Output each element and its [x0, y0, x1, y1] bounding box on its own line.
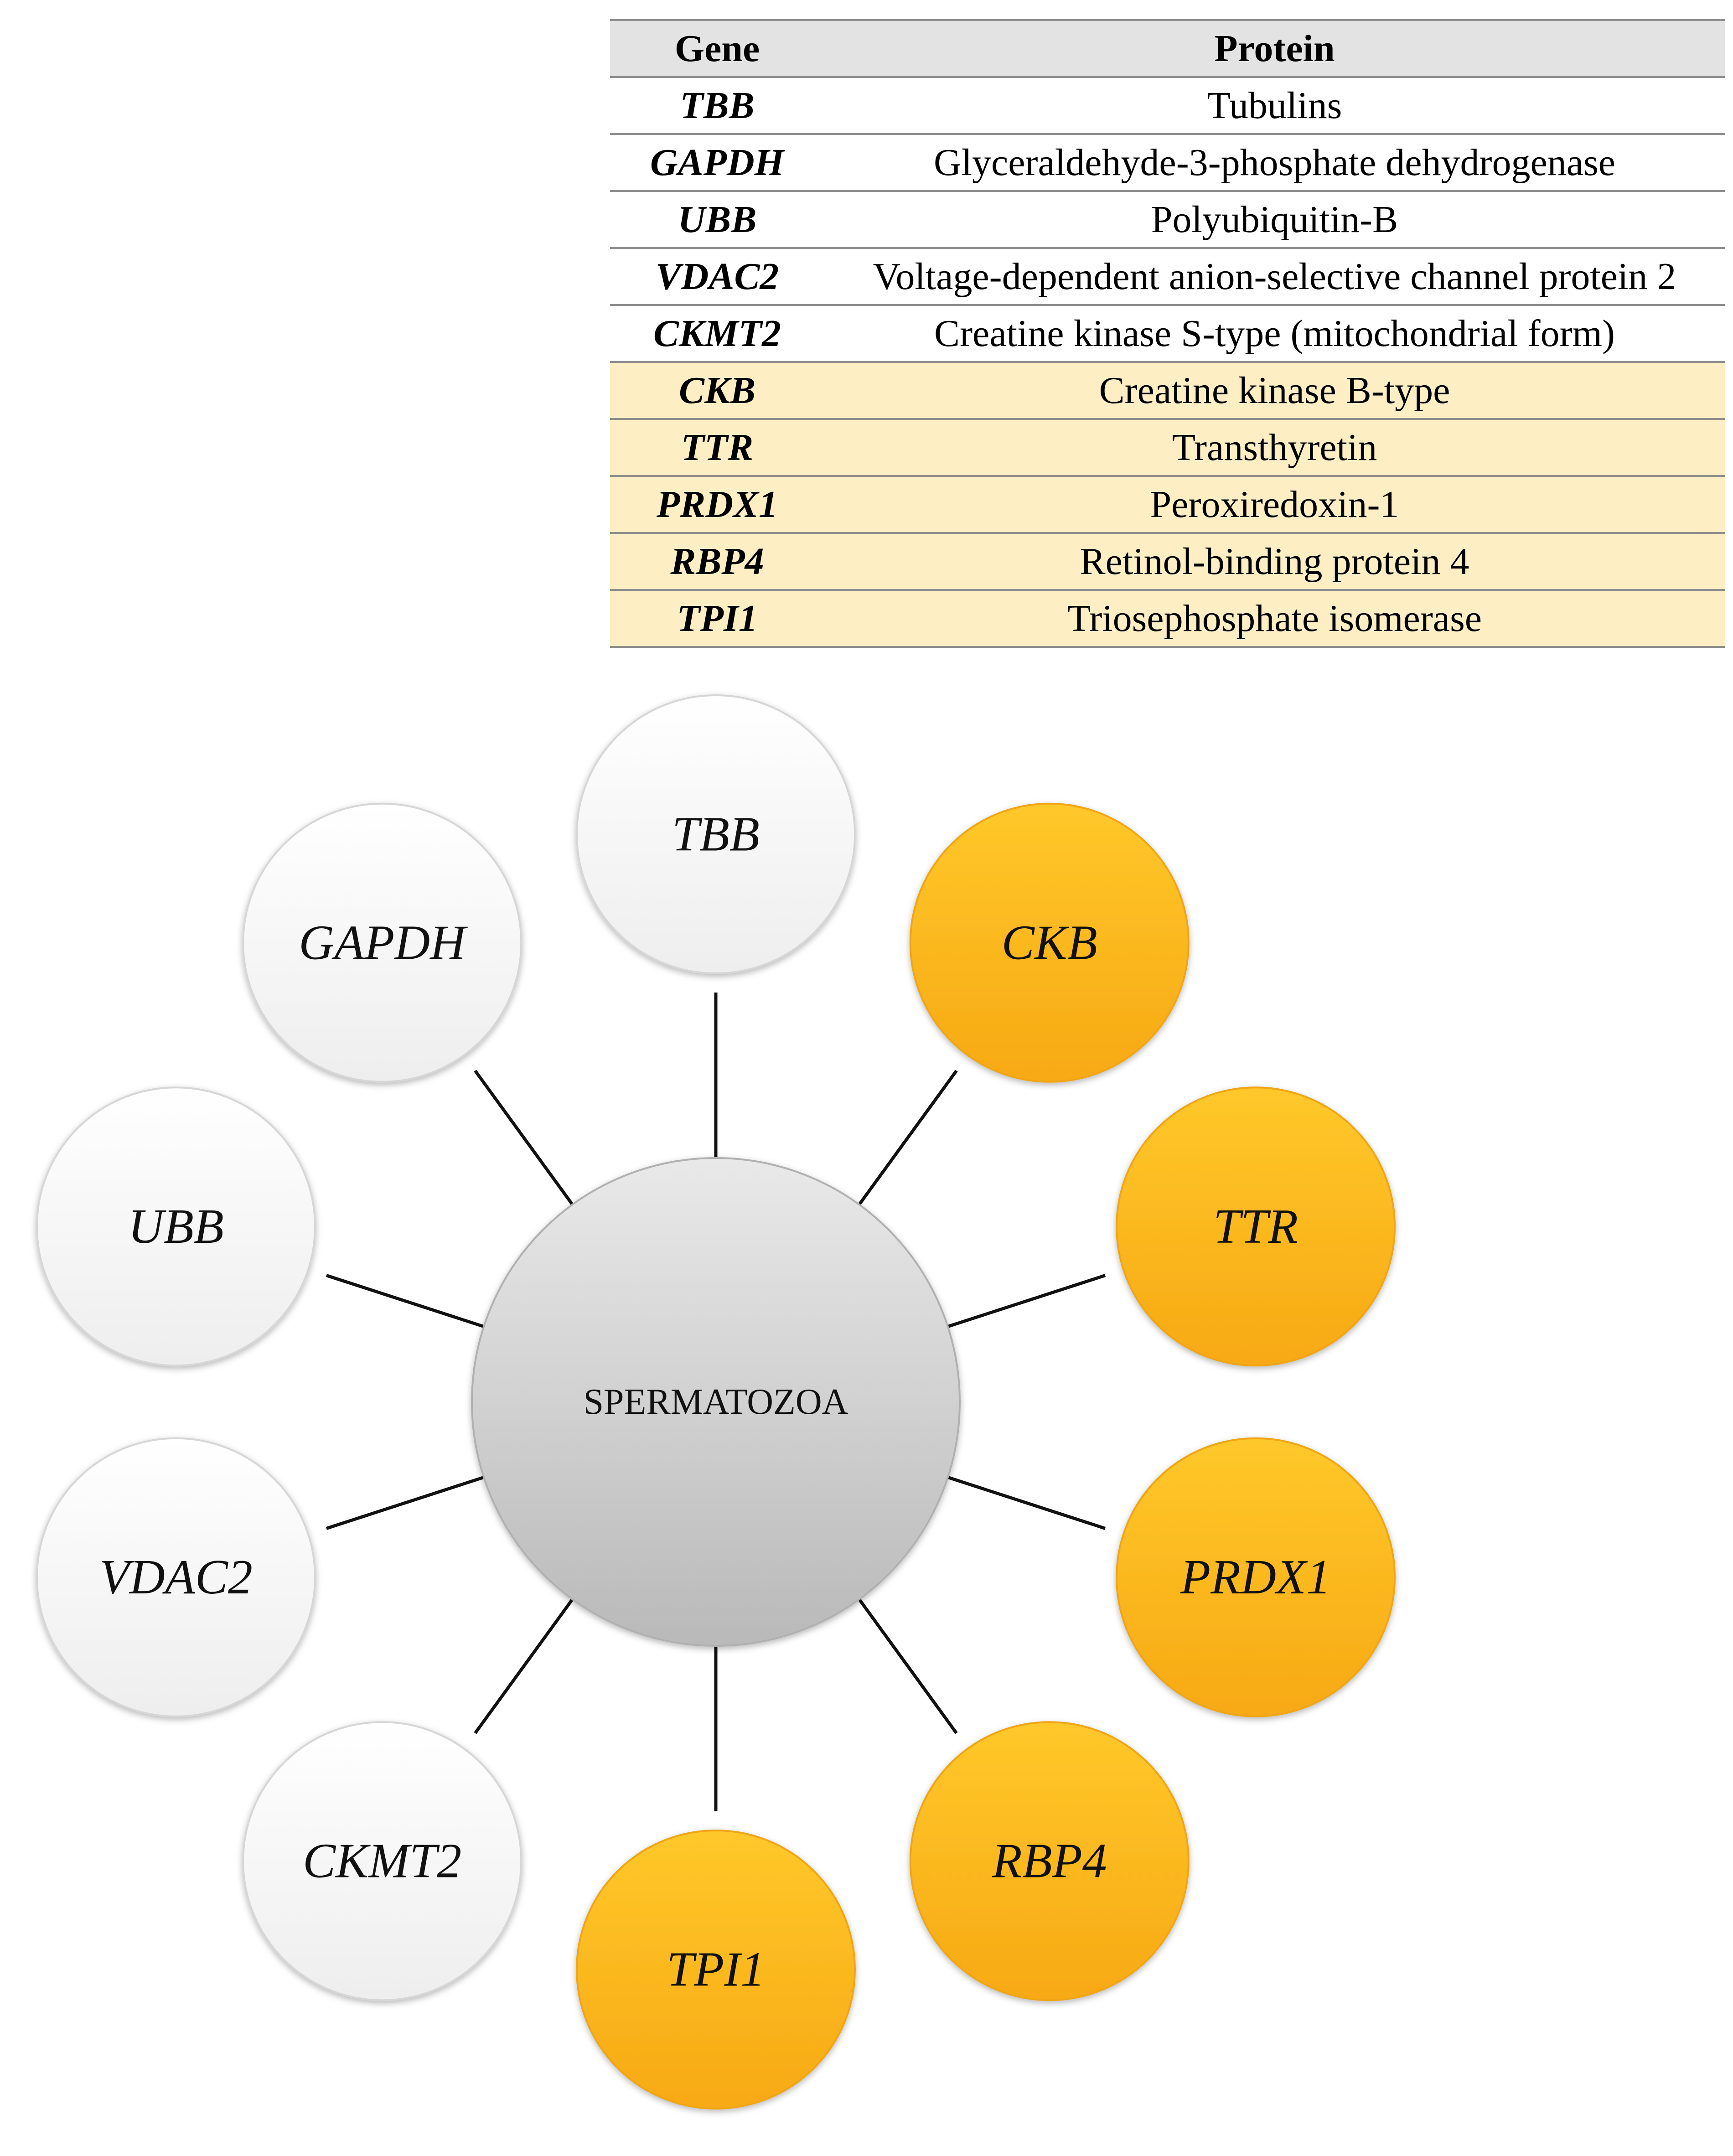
connector-line: [947, 1274, 1106, 1329]
column-header-protein: Protein: [824, 19, 1725, 78]
gene-node-circle: [36, 1437, 316, 1717]
connector-line: [947, 1475, 1106, 1530]
center-node-spermatozoa: SPERMATOZOA: [471, 1157, 961, 1647]
gene-node-circle: [1116, 1437, 1396, 1717]
gene-cell: PRDX1: [610, 476, 824, 534]
gene-node-label: GAPDH: [299, 915, 468, 970]
protein-cell: Transthyretin: [824, 419, 1725, 477]
gene-node-label: TTR: [1213, 1200, 1298, 1254]
center-label: SPERMATOZOA: [584, 1382, 848, 1422]
gene-node-circle: [576, 694, 856, 974]
gene-node-circle: [36, 1086, 316, 1367]
table-header-row: Gene Protein: [610, 19, 1725, 78]
gene-node: TTR: [1116, 1086, 1396, 1367]
gene-node-label: TPI1: [667, 1943, 765, 1997]
gene-node: CKMT2: [242, 1721, 522, 2001]
connector-line: [474, 1598, 574, 1734]
center-circle: [471, 1157, 961, 1647]
gene-node: CKB: [909, 802, 1190, 1083]
gene-node: TPI1: [576, 1830, 856, 2109]
gene-node-label: CKB: [1002, 915, 1097, 970]
gene-node-label: RBP4: [992, 1834, 1107, 1888]
connector-line: [326, 1475, 485, 1530]
gene-cell: VDAC2: [610, 248, 824, 306]
gene-node-circle: [909, 802, 1190, 1083]
gene-node-label: CKMT2: [303, 1834, 461, 1888]
protein-cell: Polyubiquitin-B: [824, 191, 1725, 249]
gene-node: TBB: [576, 694, 856, 974]
protein-cell: Creatine kinase B-type: [824, 362, 1725, 420]
protein-cell: Glyceraldehyde-3-phosphate dehydrogenase: [824, 134, 1725, 192]
protein-cell: Tubulins: [824, 77, 1725, 135]
connector-line: [474, 1070, 574, 1206]
protein-cell: Triosephosphate isomerase: [824, 590, 1725, 648]
gene-node-circle: [576, 1830, 856, 2109]
gene-node: PRDX1: [1116, 1437, 1396, 1717]
gene-node-label: TBB: [672, 807, 760, 862]
gene-node-label: UBB: [128, 1200, 224, 1254]
gene-node-circle: [242, 802, 522, 1083]
gene-cell: GAPDH: [610, 134, 824, 192]
connector-line: [858, 1070, 958, 1206]
column-header-gene: Gene: [610, 19, 824, 78]
gene-cell: TTR: [610, 419, 824, 477]
gene-cell: TPI1: [610, 590, 824, 648]
connector-lines: [326, 993, 1106, 1811]
gene-node: GAPDH: [242, 802, 522, 1083]
gene-cell: RBP4: [610, 533, 824, 591]
gene-node-circle: [1116, 1086, 1396, 1367]
gene-node-circle: [909, 1721, 1190, 2001]
gene-node: RBP4: [909, 1721, 1190, 2001]
protein-cell: Peroxiredoxin-1: [824, 476, 1725, 534]
gene-node-label: PRDX1: [1180, 1550, 1331, 1604]
protein-cell: Creatine kinase S-type (mitochondrial fo…: [824, 305, 1725, 363]
gene-node: VDAC2: [36, 1437, 316, 1717]
gene-node-circle: [242, 1721, 522, 2001]
connector-line: [858, 1598, 958, 1734]
gene-cell: CKB: [610, 362, 824, 420]
protein-cell: Retinol-binding protein 4: [824, 533, 1725, 591]
gene-cell: CKMT2: [610, 305, 824, 363]
gene-cell: UBB: [610, 191, 824, 249]
protein-cell: Voltage-dependent anion-selective channe…: [824, 248, 1725, 306]
gene-node: UBB: [36, 1086, 316, 1367]
gene-cell: TBB: [610, 77, 824, 135]
connector-line: [326, 1274, 485, 1329]
gene-node-label: VDAC2: [99, 1550, 253, 1604]
